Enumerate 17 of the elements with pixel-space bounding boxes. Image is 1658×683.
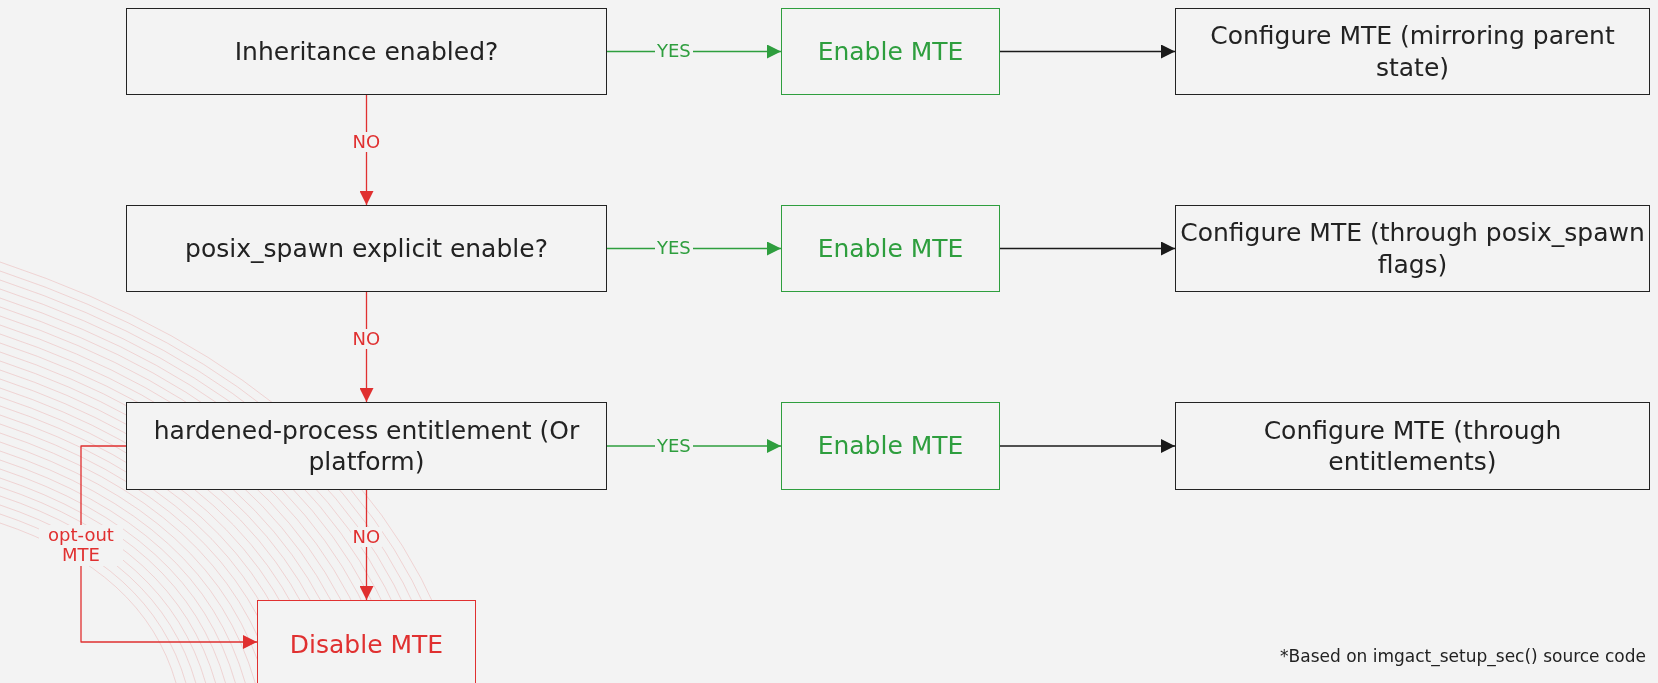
arrow (999, 241, 1176, 256)
process-box: Configure MTE (through entitlements) (1175, 402, 1650, 490)
decision-box: Inheritance enabled? (126, 8, 607, 95)
arrow (999, 439, 1176, 453)
arrow (999, 44, 1176, 59)
footnote: *Based on imgact_setup_sec() source code (1280, 646, 1646, 666)
action-box: Enable MTE (781, 205, 1000, 292)
edge-label: opt-out MTE (39, 524, 123, 566)
action-box: Enable MTE (781, 402, 1000, 490)
process-box: Configure MTE (mirroring parent state) (1175, 8, 1650, 95)
arrow (80, 445, 258, 649)
decision-box: posix_spawn explicit enable? (126, 205, 607, 292)
decision-box: hardened-process entitlement (Or platform) (126, 402, 607, 490)
action-box: Disable MTE (257, 600, 476, 683)
action-box: Enable MTE (781, 8, 1000, 95)
process-box: Configure MTE (through posix_spawn flags) (1175, 205, 1650, 292)
edge-label: NO (350, 526, 383, 548)
